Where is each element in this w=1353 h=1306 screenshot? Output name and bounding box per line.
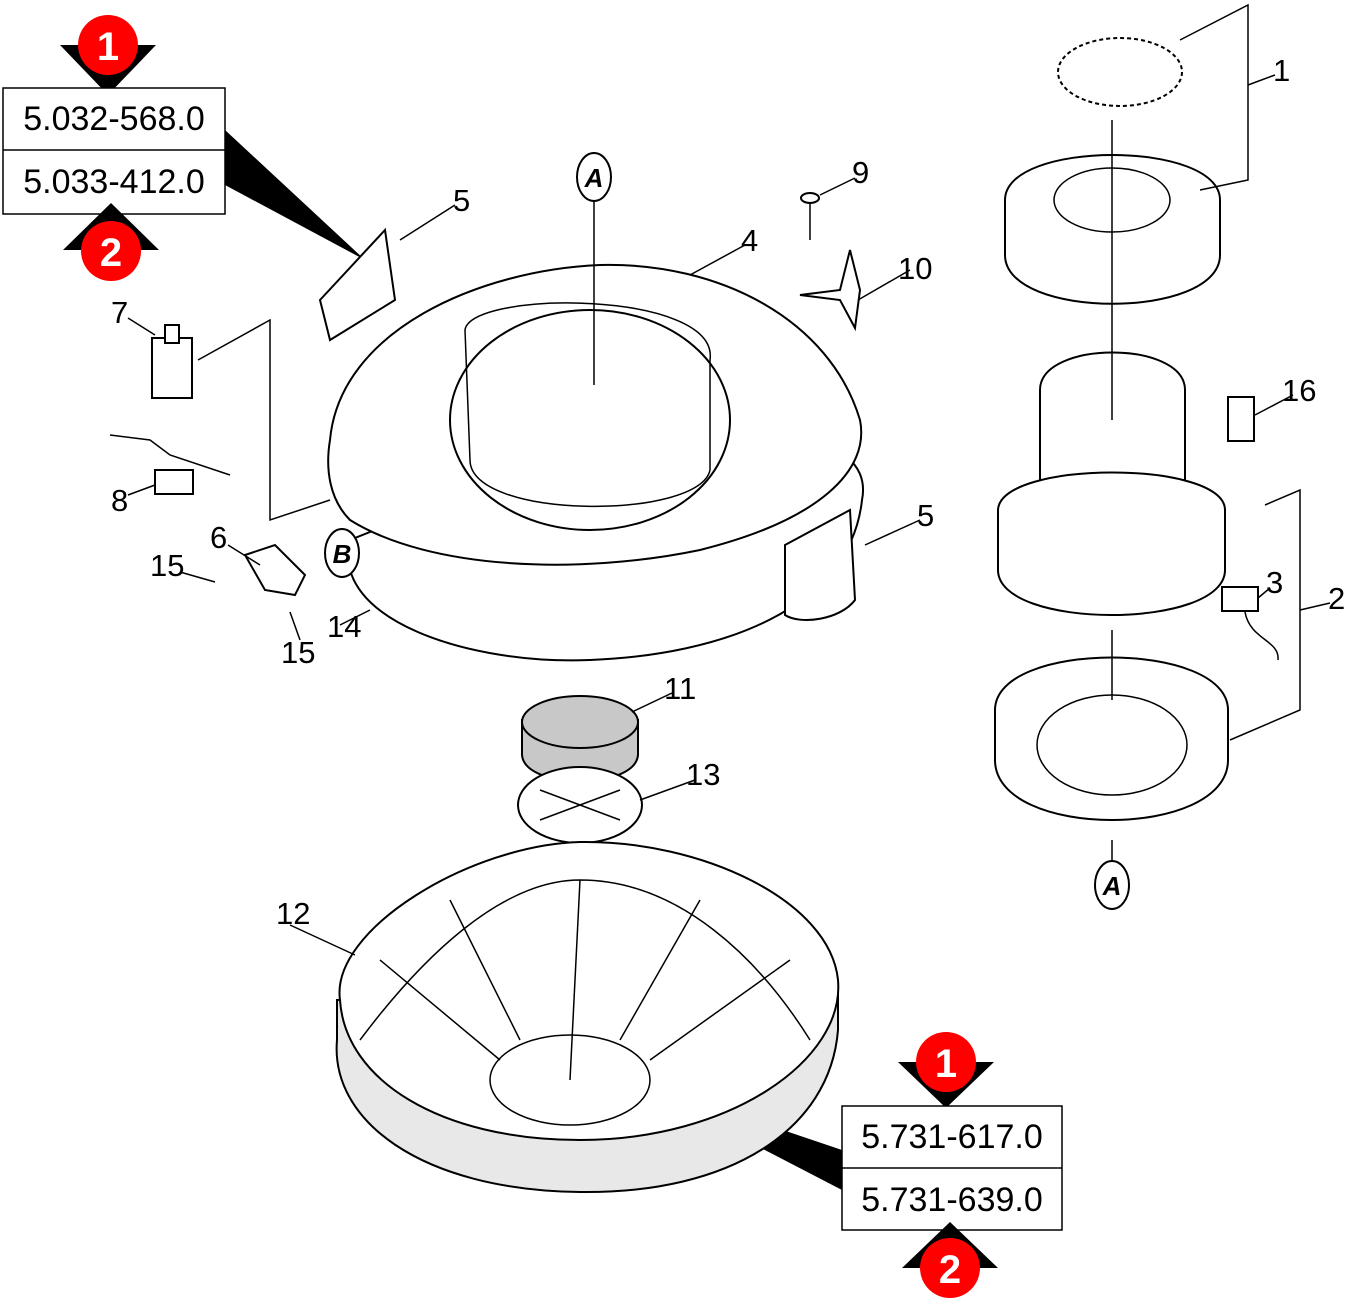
callout-11: 11 [664,671,696,706]
reference-marker-a-bottom: A [1094,860,1130,910]
sensor-wire [1244,611,1279,661]
part-number-variant-1: 5.032-568.0 [23,100,205,138]
motor-head-housing [318,227,865,662]
callout-16: 16 [1282,373,1316,408]
svg-text:A: A [584,163,604,193]
callout-3: 3 [1266,565,1283,600]
leader-wedge [225,130,365,260]
svg-text:A: A [1102,871,1122,901]
badge-2-icon [920,1238,980,1298]
callout-9: 9 [852,155,869,190]
callout-6: 6 [210,520,227,555]
contact-part-8 [109,434,231,495]
callout-15: 15 [150,548,184,583]
motor-seat [994,656,1229,821]
badge-1-label: 1 [97,25,119,69]
callout-5: 5 [917,498,934,533]
badge-2-icon [81,221,141,281]
badge-1-icon [916,1032,976,1092]
badge-2-label: 2 [100,231,122,275]
part-number-variant-1: 5.731-617.0 [861,1118,1043,1156]
callout-8: 8 [111,483,128,518]
motor-assembly [994,3,1301,862]
badge-2-label: 2 [939,1248,961,1292]
callout-15: 15 [281,635,315,670]
switch-part-7 [151,324,193,399]
callout-2: 2 [1328,581,1345,616]
part-16 [1227,396,1255,442]
reference-marker-a-top: A [576,152,612,202]
seal-ring-part-1 [1057,37,1183,107]
badge-1-label: 1 [935,1042,957,1086]
sensor-part-3 [1221,586,1259,612]
part-number-variant-2: 5.033-412.0 [23,163,205,201]
callout-5: 5 [453,183,470,218]
callout-1: 1 [1273,53,1290,88]
callout-4: 4 [741,223,758,258]
basket-part-13 [517,766,643,844]
plate-part-6 [243,543,307,597]
leader-lines [127,74,1331,956]
callout-12: 12 [276,896,310,931]
reference-marker-b: B [324,528,360,578]
float-cage-part-12 [335,840,840,1194]
badge-1-icon [78,15,138,75]
part-number-variant-2: 5.731-639.0 [861,1181,1043,1219]
latch-part-10 [799,249,862,332]
callout-labels: 1 2 3 4 5 5 6 7 8 9 10 11 12 13 14 15 15… [111,53,1345,931]
callout-14: 14 [327,609,361,644]
callout-7: 7 [111,295,128,330]
callout-10: 10 [898,251,932,286]
svg-text:B: B [333,539,352,569]
callout-13: 13 [686,757,720,792]
part-number-box-top: 1 5.032-568.0 5.033-412.0 2 [2,15,365,281]
screw-part-9 [800,192,820,240]
